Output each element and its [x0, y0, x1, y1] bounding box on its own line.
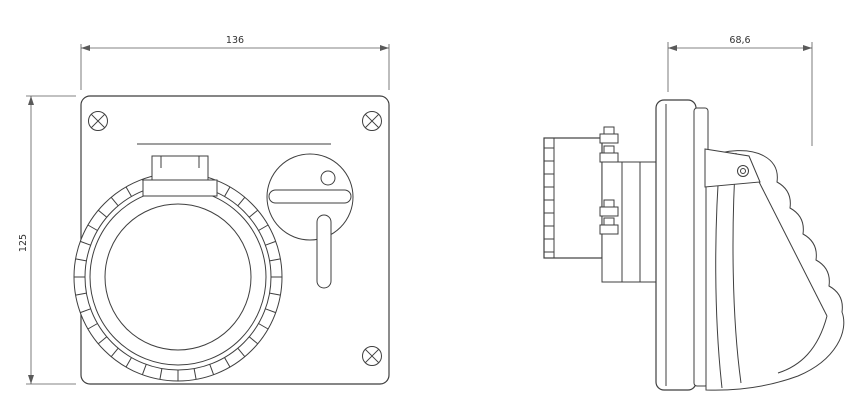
- switch-lever: [268, 189, 352, 204]
- terminal-screws-upper: [599, 126, 619, 163]
- mounting-plate-profile: [655, 99, 697, 391]
- switch-slot: [316, 214, 332, 289]
- side-view: 68,6: [543, 35, 845, 391]
- mounting-bracket: [704, 148, 761, 188]
- opening-rim: [777, 315, 828, 374]
- switch-pilot-hole: [320, 170, 336, 186]
- dimension-front-width: 136: [80, 35, 390, 90]
- dimension-front-height: 125: [18, 95, 76, 385]
- rib-inner-line: [752, 169, 828, 317]
- dimension-width-label: 136: [226, 35, 244, 46]
- socket-body-profile: [704, 148, 845, 391]
- dimension-height-label: 125: [18, 234, 29, 252]
- lid-circle: [104, 203, 252, 351]
- interlock-switch: [266, 153, 354, 289]
- corner-screw-top-right: [362, 111, 382, 131]
- terminal-screws-lower: [599, 199, 619, 235]
- rear-housing: [601, 161, 657, 283]
- dimension-depth-label: 68,6: [729, 35, 750, 46]
- front-view: 136 125: [18, 35, 390, 385]
- dimension-side-depth: 68,6: [667, 35, 813, 146]
- socket-cover-ring: [73, 155, 283, 382]
- corner-screw-bottom-right: [362, 346, 382, 366]
- lid-hinge: [142, 155, 218, 197]
- corner-screw-top-left: [88, 111, 108, 131]
- terminal-box: [543, 137, 603, 259]
- bracket-hole: [737, 165, 749, 177]
